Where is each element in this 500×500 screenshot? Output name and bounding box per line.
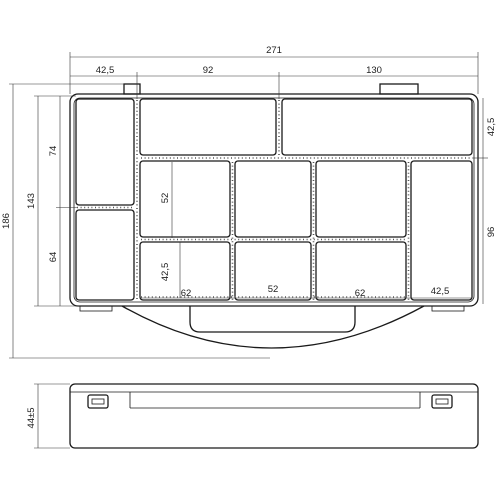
label-left-lower-depth: 64 xyxy=(48,252,59,263)
label-top-segment-middle: 92 xyxy=(203,65,214,76)
foot-right xyxy=(431,305,465,312)
case-inner-outline xyxy=(73,97,475,303)
label-bottom-width-3: 62 xyxy=(355,288,366,299)
compartment-top-right xyxy=(281,98,473,156)
compartment-left-bottom xyxy=(75,209,135,301)
label-top-segment-right: 130 xyxy=(366,65,382,76)
compartment-top-middle xyxy=(139,98,277,156)
hinge-clip-left xyxy=(123,83,141,95)
lid-step xyxy=(129,392,421,408)
label-right-upper-depth: 42,5 xyxy=(486,118,497,137)
compartment-mid-1 xyxy=(139,160,231,238)
top-view: 271 42,5 92 130 186 143 74 64 42,5 96 52… xyxy=(1,45,497,359)
compartment-low-3 xyxy=(315,241,407,301)
compartment-grid xyxy=(75,98,473,301)
dimension-labels: 271 42,5 92 130 186 143 74 64 42,5 96 52… xyxy=(1,45,497,299)
label-inner-height-mid: 52 xyxy=(160,193,171,204)
label-bottom-width-2: 52 xyxy=(268,284,279,295)
side-view: 44±5 xyxy=(26,383,479,449)
handle-outer xyxy=(121,305,425,349)
label-bottom-width-1: 62 xyxy=(181,288,192,299)
latch-left xyxy=(87,394,109,409)
label-inner-height-low: 42,5 xyxy=(160,263,171,282)
dimension-lines xyxy=(9,52,488,359)
side-body xyxy=(69,383,479,449)
hinge-clip-right xyxy=(379,83,419,95)
label-height: 44±5 xyxy=(26,407,37,428)
label-inner-depth: 143 xyxy=(26,193,37,209)
case-outline xyxy=(69,93,479,307)
label-overall-width: 271 xyxy=(266,45,282,56)
compartment-low-1 xyxy=(139,241,231,301)
foot-left xyxy=(79,305,113,312)
compartment-left-top xyxy=(75,98,135,206)
compartment-low-2 xyxy=(234,241,312,301)
latch-right xyxy=(431,394,453,409)
label-right-lower-depth: 96 xyxy=(486,227,497,238)
label-overall-depth: 186 xyxy=(1,213,12,229)
compartment-mid-2 xyxy=(234,160,312,238)
label-bottom-width-4: 42,5 xyxy=(431,286,450,297)
handle-grip xyxy=(189,306,356,333)
label-left-upper-depth: 74 xyxy=(48,146,59,157)
compartment-right-tall xyxy=(410,160,473,301)
compartment-mid-3 xyxy=(315,160,407,238)
label-top-segment-left: 42,5 xyxy=(96,65,115,76)
